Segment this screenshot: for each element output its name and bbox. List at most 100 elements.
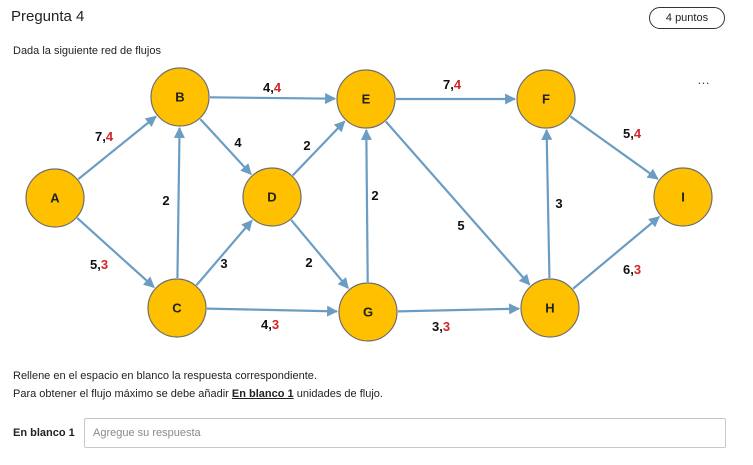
node-H: H <box>520 278 580 338</box>
edge-H-F <box>541 128 553 279</box>
edge-flow: 4 <box>274 80 282 95</box>
edge-separator: , <box>450 77 454 92</box>
node-circle <box>147 278 207 338</box>
edge-separator: , <box>630 126 634 141</box>
edge-capacity: 5 <box>90 257 97 272</box>
question-intro: Dada la siguiente red de flujos <box>13 45 161 57</box>
edge-flow: 3 <box>634 262 641 277</box>
node-circle <box>516 69 576 129</box>
question-title: Pregunta 4 <box>11 8 85 25</box>
edge-G-E <box>360 128 372 283</box>
edge-flow: 4 <box>634 126 642 141</box>
edge-H-I <box>572 216 661 290</box>
node-label: B <box>175 90 184 105</box>
node-label: G <box>363 305 373 320</box>
edge-capacity: 5 <box>457 218 464 233</box>
node-label: E <box>362 92 371 107</box>
edge-capacity: 2 <box>371 188 378 203</box>
answer-input[interactable] <box>84 418 726 448</box>
edge-A-B <box>77 115 157 181</box>
edge-capacity: 4 <box>261 317 269 332</box>
edge-A-C <box>76 217 155 289</box>
edge-D-G <box>290 219 349 290</box>
edge-flow: 4 <box>454 77 462 92</box>
edge-separator: , <box>97 257 101 272</box>
node-C: C <box>147 278 207 338</box>
edge-E-H <box>384 120 531 286</box>
edge-label-G-H: 3,3 <box>432 319 450 334</box>
edge-separator: , <box>270 80 274 95</box>
node-circle <box>25 168 85 228</box>
edge-label-C-D: 3 <box>220 256 227 271</box>
blank-reference: En blanco 1 <box>231 388 294 400</box>
edge-capacity: 3 <box>555 196 562 211</box>
node-F: F <box>516 69 576 129</box>
instruction-line-2: Para obtener el flujo máximo se debe aña… <box>13 388 383 400</box>
node-circle <box>336 69 396 129</box>
edge-C-G <box>206 305 339 317</box>
edge-label-G-E: 2 <box>371 188 378 203</box>
edge-label-E-F: 7,4 <box>443 77 462 92</box>
edge-capacity: 7 <box>95 129 102 144</box>
edge-label-A-B: 7,4 <box>95 129 114 144</box>
edge-separator: , <box>439 319 443 334</box>
edge-G-H <box>397 303 521 315</box>
edge-label-C-B: 2 <box>162 193 169 208</box>
instruction-text-before: Para obtener el flujo máximo se debe aña… <box>13 388 232 400</box>
more-options-icon[interactable]: … <box>697 72 710 87</box>
edge-capacity: 3 <box>220 256 227 271</box>
edge-capacity: 7 <box>443 77 450 92</box>
edge-label-F-I: 5,4 <box>623 126 642 141</box>
edge-flow: 4 <box>106 129 114 144</box>
edge-D-E <box>291 120 346 177</box>
node-D: D <box>242 167 302 227</box>
node-label: C <box>172 301 182 316</box>
edge-capacity: 2 <box>305 255 312 270</box>
node-circle <box>520 278 580 338</box>
node-circle <box>242 167 302 227</box>
answer-label: En blanco 1 <box>13 427 75 439</box>
edge-label-D-G: 2 <box>305 255 312 270</box>
edge-label-B-D: 4 <box>234 135 242 150</box>
edge-label-D-E: 2 <box>303 138 310 153</box>
edge-flow: 3 <box>101 257 108 272</box>
node-label: H <box>545 301 554 316</box>
edge-F-I <box>569 115 659 180</box>
instruction-text-after: unidades de flujo. <box>293 388 383 400</box>
edge-flow: 3 <box>272 317 279 332</box>
edge-capacity: 4 <box>263 80 271 95</box>
node-label: F <box>542 92 550 107</box>
node-B: B <box>150 67 210 127</box>
node-circle <box>653 167 713 227</box>
edge-capacity: 3 <box>432 319 439 334</box>
edge-label-A-C: 5,3 <box>90 257 108 272</box>
edge-capacity: 5 <box>623 126 630 141</box>
edge-capacity: 4 <box>234 135 242 150</box>
instruction-line-1: Rellene en el espacio en blanco la respu… <box>13 370 317 382</box>
edge-separator: , <box>268 317 272 332</box>
edge-label-B-E: 4,4 <box>263 80 282 95</box>
edge-label-H-F: 3 <box>555 196 562 211</box>
node-E: E <box>336 69 396 129</box>
edge-capacity: 2 <box>303 138 310 153</box>
edge-flow: 3 <box>443 319 450 334</box>
edge-capacity: 2 <box>162 193 169 208</box>
node-label: A <box>50 191 60 206</box>
node-I: I <box>653 167 713 227</box>
node-circle <box>338 282 398 342</box>
edge-label-C-G: 4,3 <box>261 317 279 332</box>
edge-capacity: 6 <box>623 262 630 277</box>
node-G: G <box>338 282 398 342</box>
points-badge: 4 puntos <box>649 7 725 29</box>
edge-B-D <box>199 118 252 175</box>
node-A: A <box>25 168 85 228</box>
edge-C-D <box>195 219 253 286</box>
node-label: D <box>267 190 276 205</box>
edge-label-E-H: 5 <box>457 218 464 233</box>
edge-label-H-I: 6,3 <box>623 262 641 277</box>
edge-B-E <box>209 93 337 105</box>
edge-separator: , <box>102 129 106 144</box>
node-circle <box>150 67 210 127</box>
node-label: I <box>681 190 685 205</box>
